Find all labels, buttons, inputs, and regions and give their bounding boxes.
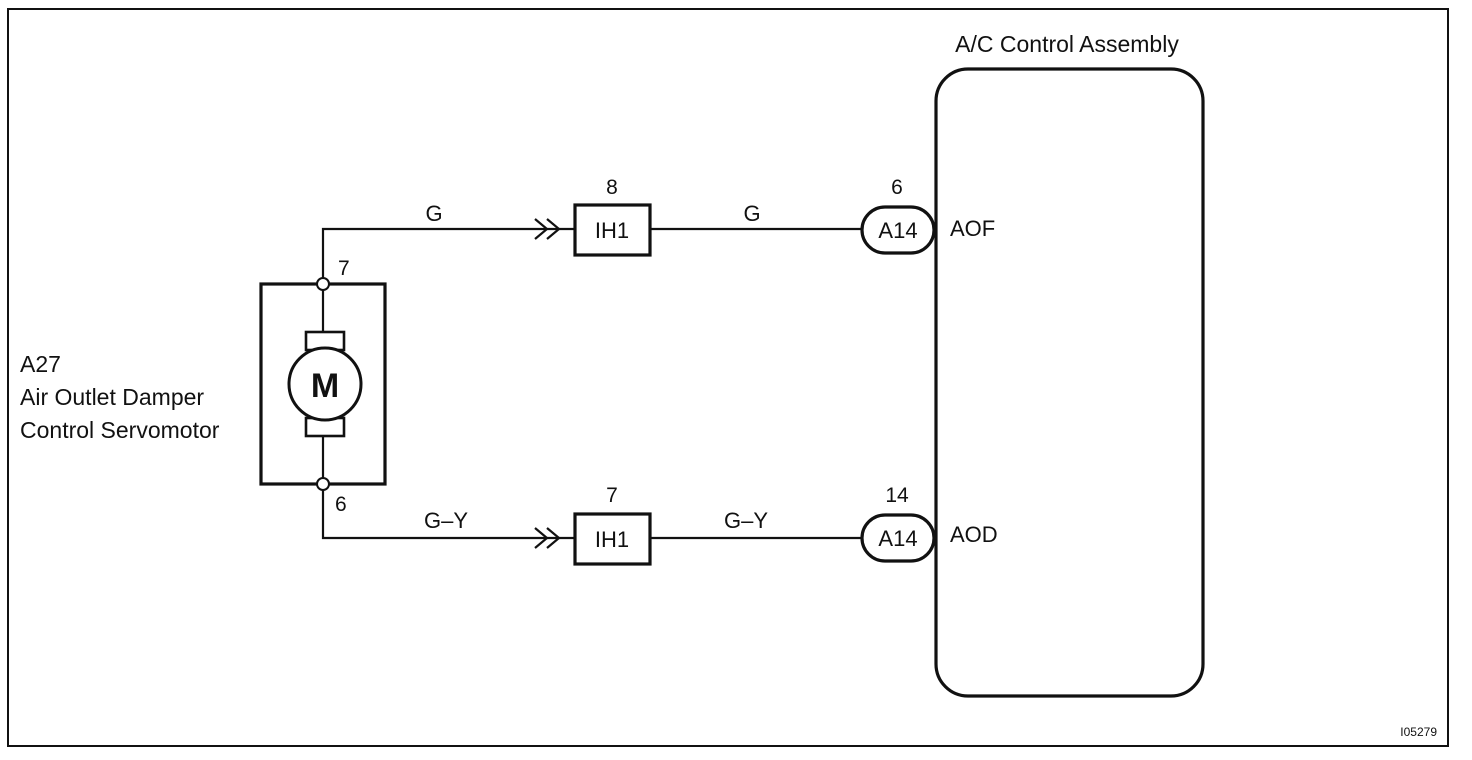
diagram-frame [7, 8, 1449, 747]
pin-bottom-terminal [316, 477, 330, 491]
junction-top-pin: 8 [606, 176, 618, 199]
connector-a14-top [860, 205, 936, 255]
wire-bottom-color-right: G–Y [724, 508, 768, 533]
ac-control-title: A/C Control Assembly [955, 31, 1179, 57]
connector-a14-bottom [860, 513, 936, 563]
ac-control-assembly: A/C Control Assembly AOF AOD [934, 31, 1205, 698]
wire-bottom-color-left: G–Y [424, 508, 468, 533]
wire-bottom-left-segment [321, 490, 575, 540]
wire-top-chevron-inner-icon [546, 218, 561, 240]
connector-top-label: A14 [878, 218, 917, 243]
junction-top-label: IH1 [595, 218, 629, 243]
connector-bottom-pin: 14 [885, 484, 909, 507]
connector-top-pin: 6 [891, 176, 903, 199]
ac-control-box [934, 67, 1205, 698]
figure-code: I05279 [1400, 725, 1437, 739]
motor-symbol-icon [287, 346, 363, 422]
wire-top-chevron-outer-icon [534, 218, 549, 240]
connector-bottom-label: A14 [878, 526, 917, 551]
pin-top-number: 7 [338, 257, 350, 280]
terminal-aof-label: AOF [950, 216, 995, 241]
pin-bottom-number: 6 [335, 493, 347, 516]
component-name-line1: Air Outlet Damper [20, 384, 204, 410]
pin-top-terminal [316, 277, 330, 291]
junction-bottom-pin: 7 [606, 484, 618, 507]
junction-bottom-label: IH1 [595, 527, 629, 552]
component-code: A27 [20, 351, 61, 377]
component-name-line2: Control Servomotor [20, 417, 220, 443]
terminal-aod-label: AOD [950, 522, 998, 547]
motor-symbol-letter: M [311, 367, 339, 405]
wire-bottom-chevron-outer-icon [534, 527, 549, 549]
wire-top-color-left: G [425, 201, 442, 226]
wire-top-circuit: G IH1 8 G A14 6 [321, 176, 936, 278]
wire-top-left-segment [321, 227, 575, 278]
servomotor-a27: A27 Air Outlet Damper Control Servomotor… [20, 257, 387, 516]
wire-top-color-right: G [743, 201, 760, 226]
wire-bottom-circuit: G–Y IH1 7 G–Y A14 14 [321, 484, 936, 566]
wire-bottom-chevron-inner-icon [546, 527, 561, 549]
